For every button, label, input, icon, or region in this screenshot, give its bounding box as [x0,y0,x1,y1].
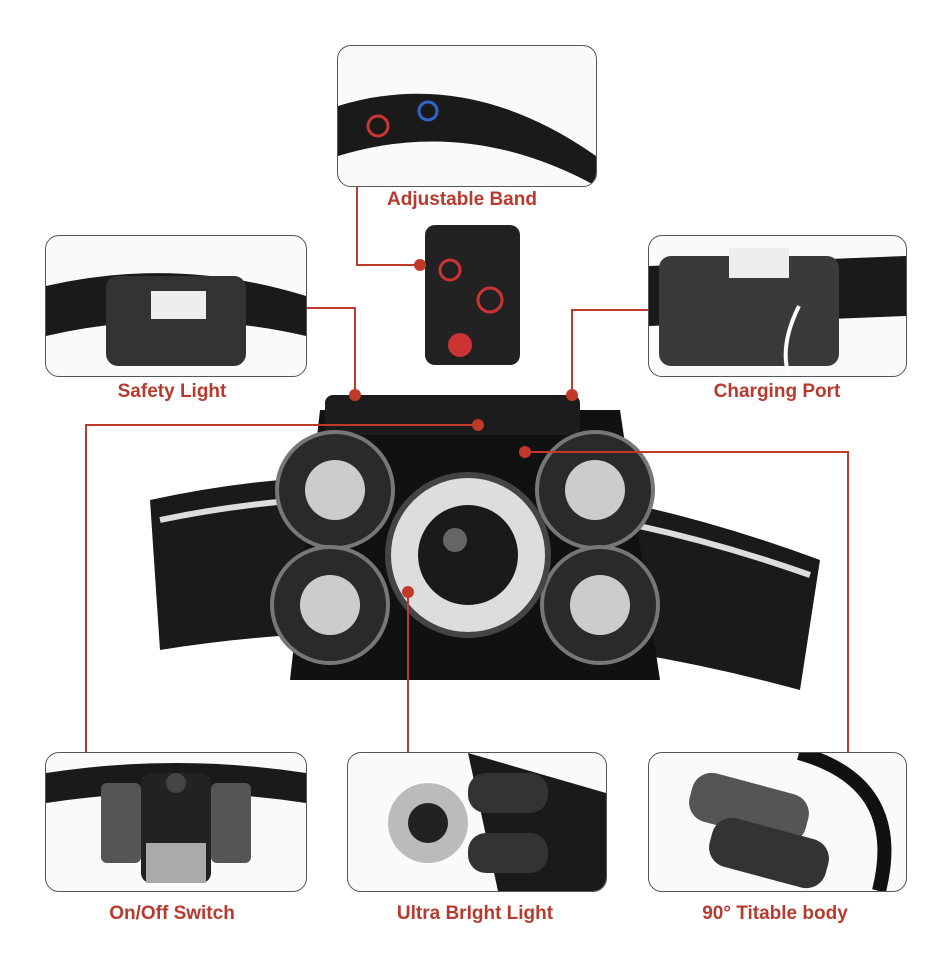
label-charging-port: Charging Port [713,381,841,402]
lens-center [385,472,551,638]
callout-lines [85,185,849,752]
lens-bottom-right [540,545,660,665]
adjustable-band-photo [337,45,597,187]
label-ultra-bright-light: Ultra BrIght Light [396,903,554,924]
charging-port-photo [648,235,907,377]
on-off-switch-photo [45,752,307,892]
tiltable-body-photo [648,752,907,892]
lens-bottom-left [270,545,390,665]
callout-dots [349,259,578,598]
label-tiltable-body: 90° Titable body [702,903,848,924]
safety-light-photo [45,235,307,377]
label-safety-light: Safety Light [117,381,227,402]
top-strap [425,225,520,365]
ultra-bright-photo [347,752,607,892]
label-adjustable-band: Adjustable Band [387,189,537,210]
label-on-off-switch: On/Off Switch [109,903,235,924]
lens-top-right [535,430,655,550]
lens-top-left [275,430,395,550]
